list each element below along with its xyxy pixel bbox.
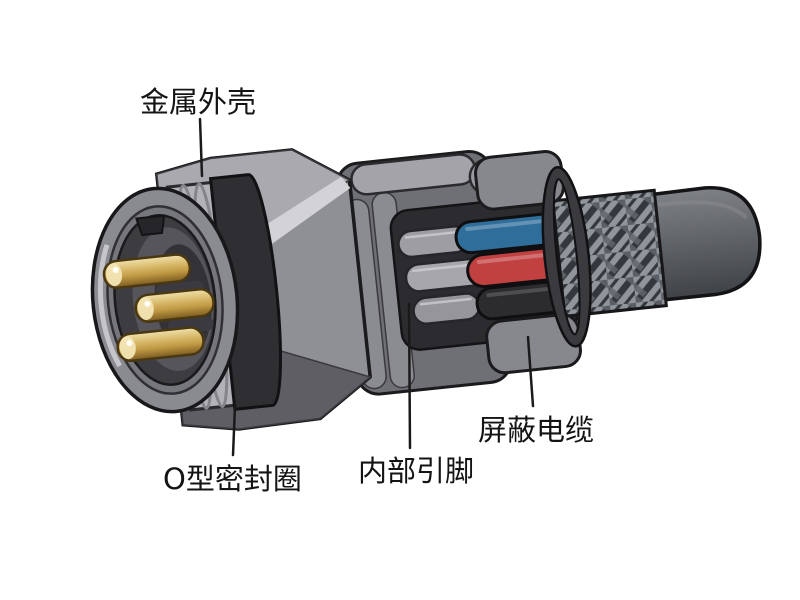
leader-line-inner-pins [407,302,412,450]
front-rim-highlight [97,193,233,407]
sleeve-ring [543,167,591,346]
internal-pin-tubes [397,225,486,325]
pin-1 [102,253,192,290]
leader-line-metal-shell [198,117,204,178]
pin-2-glint [144,300,151,307]
contact-pins [102,253,215,363]
internal-pin-tube-3 [412,292,481,325]
annotations: 金属外壳 O型密封圈 内部引脚 屏蔽电缆 [140,85,594,496]
label-inner-pins: 内部引脚 [358,454,474,488]
label-o-ring: O型密封圈 [163,462,302,496]
leader-line-o-ring [231,404,237,457]
cable-jacket-highlight [657,200,748,219]
strain-relief-sleeve [474,150,592,375]
cable-jacket [646,186,762,303]
label-metal-shell: 金属外壳 [140,85,256,119]
pin-3 [116,326,205,363]
connector-illustration [90,148,762,431]
leader-line-shielded-cable [526,335,535,408]
cable-jacket-body [646,186,762,303]
tube-highlights [404,230,477,306]
wire-blue-highlight [465,218,551,232]
pin-1-glint [112,267,119,274]
pin-1-body [102,253,192,290]
pin-2-body [134,288,215,323]
pin-2 [134,288,215,323]
pin-3-glint [126,339,133,346]
o-ring-band [208,173,282,411]
label-shielded-cable: 屏蔽电缆 [478,413,594,447]
sleeve-ring-outline-inner [552,178,581,336]
keying-notch [134,214,166,237]
front-shell [90,186,240,414]
hex-nut-chamfer-highlight [250,176,351,250]
pin-3-body [116,326,205,363]
